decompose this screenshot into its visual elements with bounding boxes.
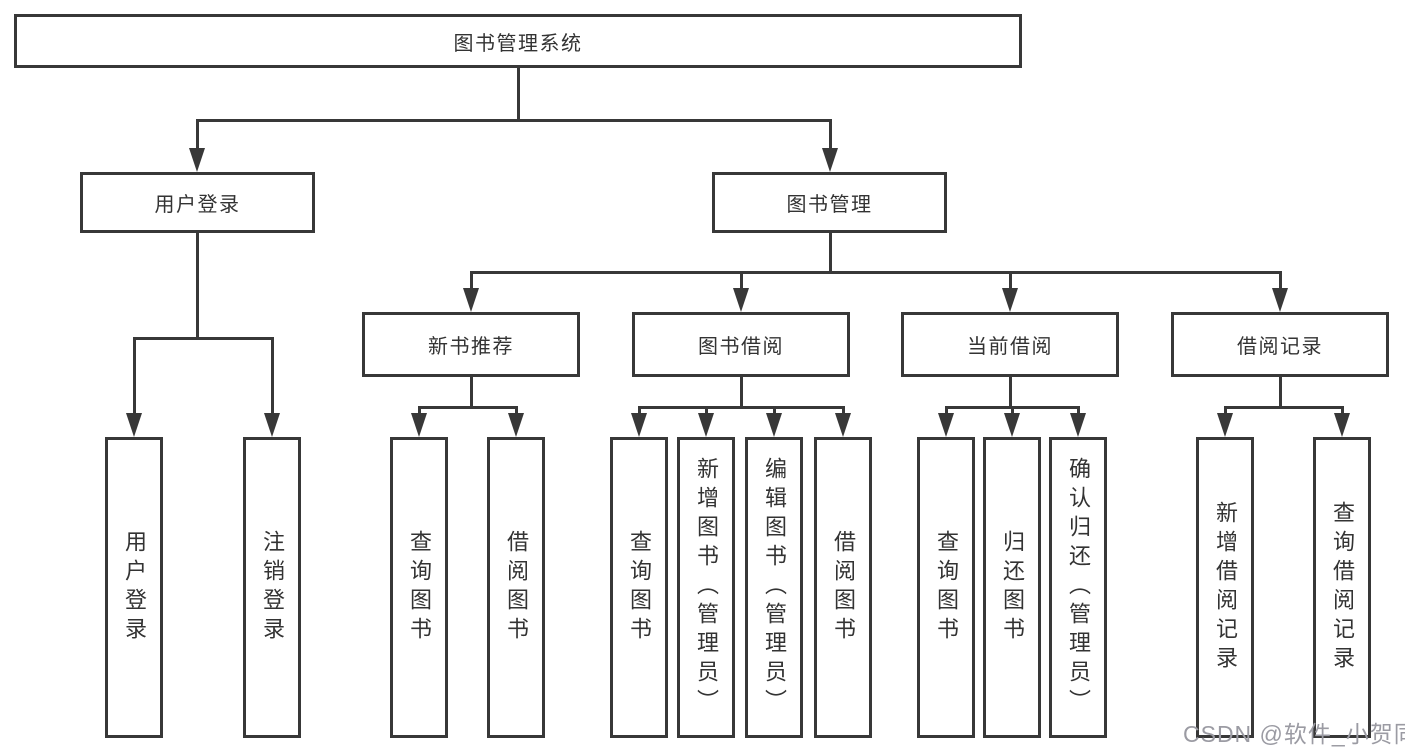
connector-stem: [739, 270, 743, 295]
connector-stem: [195, 118, 199, 153]
arrowhead-icon: [411, 413, 427, 437]
arrowhead-icon: [1334, 413, 1350, 437]
leaf-label: 用户登录: [122, 529, 147, 646]
connector-stem: [944, 405, 948, 418]
node-label: 图书管理系统: [453, 32, 583, 55]
connector-stem: [637, 405, 641, 418]
arrowhead-icon: [938, 413, 954, 437]
leaf-query-books: 查询图书: [390, 437, 448, 738]
watermark-text: CSDN @软件_小贺同学: [1183, 721, 1405, 747]
connector-userlogin-trunk: [195, 233, 199, 339]
arrowhead-icon: [733, 288, 749, 312]
arrowhead-icon: [1272, 288, 1288, 312]
connector-stem: [270, 336, 274, 417]
connector-current-trunk: [1008, 377, 1012, 407]
leaf-add-book-admin: 新增图书（管理员）: [677, 437, 735, 738]
node-borrowing-records: 借阅记录: [1171, 312, 1389, 377]
connector-recommend-trunk: [469, 377, 473, 407]
connector-stem: [417, 405, 421, 418]
arrowhead-icon: [1002, 288, 1018, 312]
node-book-management: 图书管理: [712, 172, 947, 233]
leaf-label: 编辑图书（管理员）: [762, 457, 787, 718]
node-label: 新书推荐: [428, 336, 514, 358]
arrowhead-icon: [264, 413, 280, 437]
leaf-confirm-return-admin: 确认归还（管理员）: [1049, 437, 1107, 738]
leaf-borrow-books: 借阅图书: [487, 437, 545, 738]
connector-stem: [841, 405, 845, 418]
arrowhead-icon: [1070, 413, 1086, 437]
connector-stem: [1340, 405, 1344, 418]
connector-root-rail: [195, 118, 832, 122]
connector-records-rail: [1223, 405, 1344, 409]
leaf-label: 查询图书: [627, 529, 652, 646]
connector-stem: [772, 405, 776, 418]
leaf-query-books-3: 查询图书: [917, 437, 975, 738]
connector-stem: [514, 405, 518, 418]
node-label: 当前借阅: [967, 336, 1053, 358]
connector-stem: [1076, 405, 1080, 418]
node-user-login: 用户登录: [80, 172, 315, 233]
node-new-book-recommendation: 新书推荐: [362, 312, 580, 377]
leaf-label: 确认归还（管理员）: [1066, 457, 1091, 718]
connector-userlogin-rail: [132, 336, 274, 340]
arrowhead-icon: [508, 413, 524, 437]
node-label: 用户登录: [154, 194, 241, 216]
leaf-label: 借阅图书: [504, 529, 529, 646]
connector-stem: [828, 118, 832, 153]
leaf-return-books: 归还图书: [983, 437, 1041, 738]
leaf-logout: 注销登录: [243, 437, 301, 738]
leaf-label: 查询图书: [407, 529, 432, 646]
connector-stem: [469, 270, 473, 295]
connector-recommend-rail: [417, 405, 518, 409]
connector-root-trunk: [516, 68, 520, 122]
leaf-label: 注销登录: [260, 529, 285, 646]
arrowhead-icon: [766, 413, 782, 437]
node-library-management-system: 图书管理系统: [14, 14, 1022, 68]
node-current-borrowing: 当前借阅: [901, 312, 1119, 377]
arrowhead-icon: [1004, 413, 1020, 437]
arrowhead-icon: [126, 413, 142, 437]
arrowhead-icon: [189, 148, 205, 172]
connector-bookmgmt-rail: [469, 270, 1282, 274]
arrowhead-icon: [822, 148, 838, 172]
node-label: 图书管理: [786, 194, 873, 216]
arrowhead-icon: [463, 288, 479, 312]
leaf-label: 归还图书: [1000, 529, 1025, 646]
connector-borrowing-trunk: [739, 377, 743, 407]
leaf-add-borrow-record: 新增借阅记录: [1196, 437, 1254, 738]
leaf-label: 查询借阅记录: [1330, 500, 1355, 675]
leaf-borrow-books-2: 借阅图书: [814, 437, 872, 738]
leaf-edit-book-admin: 编辑图书（管理员）: [745, 437, 803, 738]
arrowhead-icon: [835, 413, 851, 437]
leaf-label: 借阅图书: [831, 529, 856, 646]
connector-records-trunk: [1278, 377, 1282, 407]
leaf-query-borrow-record: 查询借阅记录: [1313, 437, 1371, 738]
connector-stem: [1278, 270, 1282, 295]
connector-stem: [132, 336, 136, 417]
connector-bookmgmt-trunk: [828, 233, 832, 273]
leaf-query-books-2: 查询图书: [610, 437, 668, 738]
leaf-label: 新增图书（管理员）: [694, 457, 719, 718]
node-book-borrowing: 图书借阅: [632, 312, 850, 377]
connector-borrowing-rail: [637, 405, 845, 409]
connector-stem: [704, 405, 708, 418]
connector-stem: [1223, 405, 1227, 418]
arrowhead-icon: [631, 413, 647, 437]
connector-stem: [1010, 405, 1014, 418]
node-label: 借阅记录: [1237, 336, 1323, 358]
arrowhead-icon: [1217, 413, 1233, 437]
node-label: 图书借阅: [698, 336, 784, 358]
leaf-label: 新增借阅记录: [1213, 500, 1238, 675]
leaf-user-login: 用户登录: [105, 437, 163, 738]
connector-stem: [1008, 270, 1012, 295]
arrowhead-icon: [698, 413, 714, 437]
leaf-label: 查询图书: [934, 529, 959, 646]
